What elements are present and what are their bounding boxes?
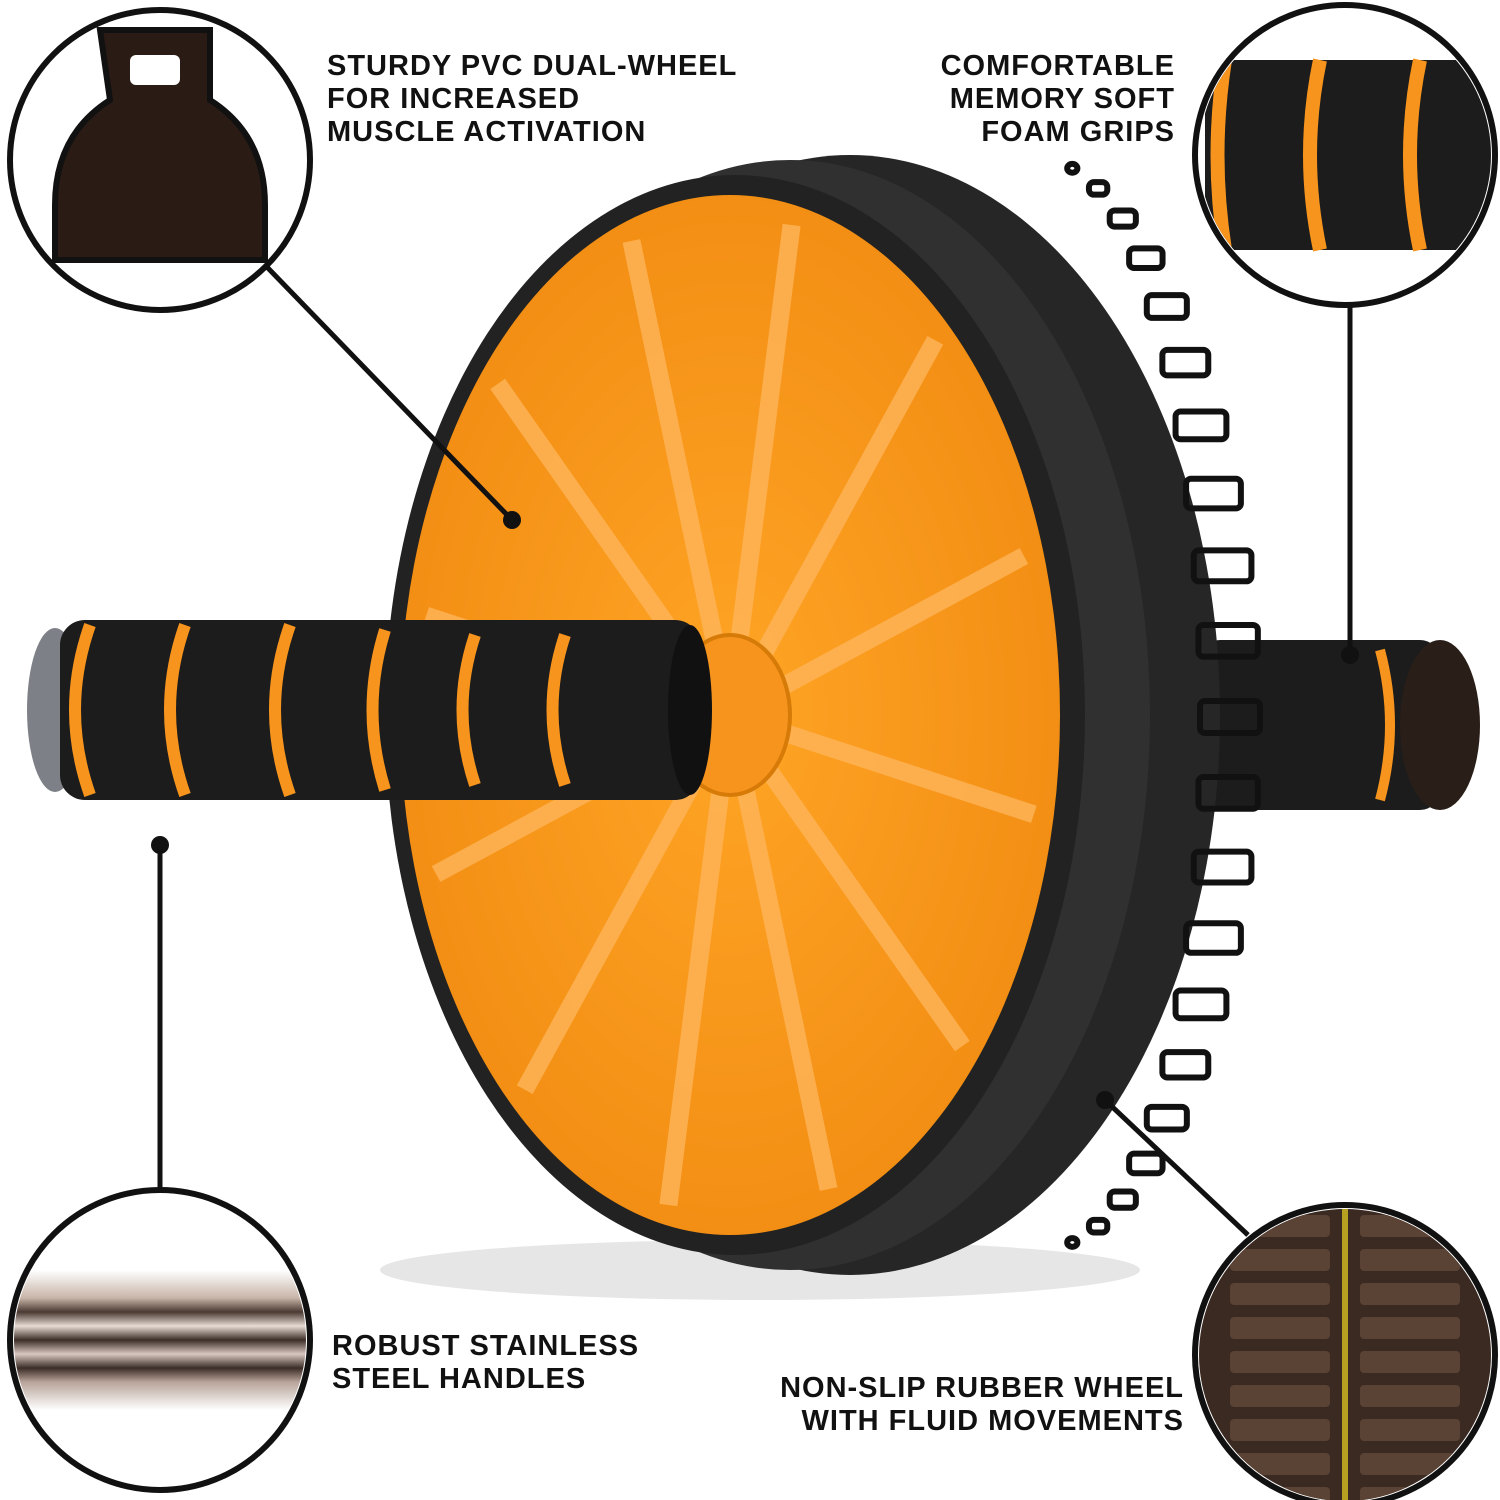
tread-block bbox=[1230, 1317, 1330, 1339]
right-handle bbox=[1200, 640, 1480, 810]
feature-handles-caption: ROBUST STAINLESS STEEL HANDLES bbox=[332, 1330, 639, 1396]
tread-block bbox=[1195, 774, 1261, 812]
tread-block bbox=[1106, 207, 1139, 230]
feature-wheel-caption: STURDY PVC DUAL-WHEEL FOR INCREASED MUSC… bbox=[327, 50, 737, 149]
wheel bbox=[385, 155, 1263, 1275]
tread-block bbox=[1183, 920, 1244, 956]
tread-block bbox=[1195, 621, 1261, 660]
tread-block bbox=[1360, 1419, 1460, 1441]
caption-line: WITH FLUID MOVEMENTS bbox=[801, 1405, 1184, 1437]
caption-line: FOR INCREASED bbox=[327, 83, 581, 115]
tread-block bbox=[1230, 1283, 1330, 1305]
tread-block bbox=[1085, 179, 1111, 198]
feature-grips-caption: COMFORTABLE MEMORY SOFT FOAM GRIPS bbox=[941, 50, 1175, 149]
caption-line: STURDY PVC DUAL-WHEEL bbox=[327, 50, 738, 82]
tread-block bbox=[1172, 408, 1230, 443]
caption-line: NON-SLIP RUBBER WHEEL bbox=[780, 1372, 1184, 1404]
tread-block bbox=[1230, 1419, 1330, 1441]
tread-block bbox=[1106, 1188, 1139, 1211]
tread-block bbox=[1197, 698, 1263, 736]
tread-block bbox=[1190, 848, 1255, 886]
tread-block bbox=[1159, 1049, 1212, 1081]
caption-line: STEEL HANDLES bbox=[332, 1363, 587, 1395]
tread-block bbox=[1183, 475, 1244, 512]
tread-block bbox=[1230, 1385, 1330, 1407]
tread-block bbox=[1360, 1385, 1460, 1407]
tread-block bbox=[1360, 1283, 1460, 1305]
tread-block bbox=[1172, 987, 1230, 1022]
tread-block bbox=[1360, 1317, 1460, 1339]
tread-icon bbox=[1192, 1202, 1498, 1500]
tread-block bbox=[1143, 292, 1190, 321]
tread-block bbox=[1085, 1216, 1111, 1236]
tread-block bbox=[1064, 1235, 1081, 1250]
caption-line: MUSCLE ACTIVATION bbox=[327, 116, 647, 148]
caption-line: MEMORY SOFT bbox=[949, 83, 1175, 115]
tread-block bbox=[1064, 160, 1081, 176]
tread-block bbox=[1190, 547, 1255, 585]
tread-block bbox=[1126, 245, 1166, 271]
caption-line: ROBUST STAINLESS bbox=[332, 1330, 640, 1362]
tread-block bbox=[1360, 1351, 1460, 1373]
connector-lines bbox=[157, 263, 1353, 1237]
tread-block bbox=[1360, 1453, 1460, 1475]
caption-line: COMFORTABLE bbox=[940, 50, 1175, 82]
tread-block bbox=[1159, 346, 1212, 379]
tread-block bbox=[1143, 1103, 1190, 1133]
left-handle bbox=[27, 620, 712, 800]
feature-tread-caption: NON-SLIP RUBBER WHEEL WITH FLUID MOVEMEN… bbox=[780, 1372, 1184, 1438]
wheel-spoke bbox=[721, 223, 801, 717]
tread-block bbox=[1126, 1150, 1166, 1177]
caption-line: FOAM GRIPS bbox=[981, 116, 1175, 148]
tread-block bbox=[1230, 1249, 1330, 1271]
steel-bar-icon bbox=[7, 1187, 313, 1493]
foam-grip-icon bbox=[1192, 2, 1498, 308]
kettlebell-icon bbox=[7, 7, 313, 313]
tread-block bbox=[1360, 1249, 1460, 1271]
tread-block bbox=[1230, 1351, 1330, 1373]
wheel-spoke bbox=[659, 713, 739, 1207]
tread-block bbox=[1230, 1453, 1330, 1475]
